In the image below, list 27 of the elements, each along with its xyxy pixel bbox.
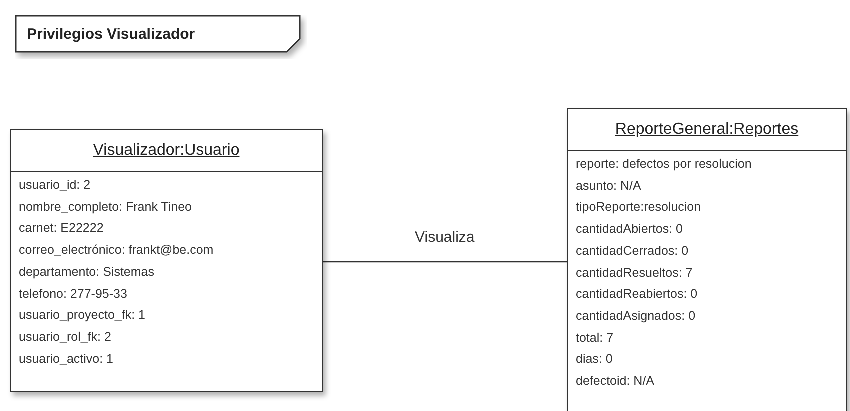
attribute-text: cantidadResueltos: 7 xyxy=(576,264,693,282)
attribute-text: reporte: defectos por resolucion xyxy=(576,156,752,173)
attribute-text: usuario_rol_fk: 2 xyxy=(19,328,112,346)
attribute-text: usuario_id: 2 xyxy=(19,177,91,194)
object-box xyxy=(567,108,847,411)
attribute-text: cantidadReabiertos: 0 xyxy=(576,286,698,304)
frame-label xyxy=(15,15,301,53)
attribute-text: total: 7 xyxy=(576,330,614,347)
attribute-text: cantidadCerrados: 0 xyxy=(576,242,689,260)
attribute-text: dias: 0 xyxy=(576,351,613,368)
attribute-text: usuario_proyecto_fk: 1 xyxy=(19,307,146,324)
attribute-text: defectoid: N/A xyxy=(576,373,655,390)
object-box xyxy=(10,129,323,392)
attribute-text: correo_electrónico: frankt@be.com xyxy=(19,242,214,260)
association-line xyxy=(323,261,567,263)
object-name: Visualizador:Usuario xyxy=(93,142,240,160)
attribute-text: carnet: E22222 xyxy=(19,220,104,238)
frame-title: Privilegios Visualizador xyxy=(27,26,196,42)
attribute-text: cantidadAbiertos: 0 xyxy=(576,221,684,238)
attribute-text: asunto: N/A xyxy=(576,178,642,195)
attribute-text: usuario_activo: 1 xyxy=(19,350,114,368)
object-name: ReporteGeneral:Reportes xyxy=(615,120,799,138)
attribute-text: tipoReporte:resolucion xyxy=(576,199,702,216)
attribute-text: nombre_completo: Frank Tineo xyxy=(19,198,192,216)
attribute-text: cantidadAsignados: 0 xyxy=(576,308,696,325)
attribute-text: departamento: Sistemas xyxy=(19,264,154,281)
attribute-text: telefono: 277-95-33 xyxy=(19,286,128,303)
